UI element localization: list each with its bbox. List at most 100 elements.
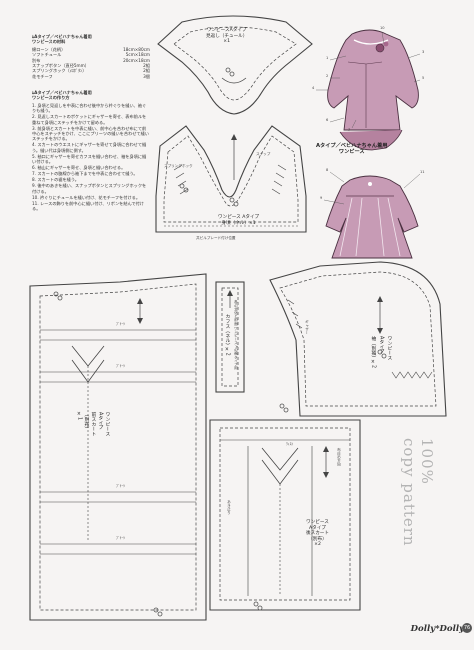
bodice-material: 身頃（ネル）×1 bbox=[221, 220, 256, 226]
front-pleat-label-3: ﾌﾟﾘｰﾂ bbox=[116, 484, 125, 488]
back-skirt-label: ワンピース Aタイプ 後スカート （別布） ×2 bbox=[306, 520, 329, 548]
material-quantity: 20cm×18cm bbox=[123, 57, 150, 63]
dress-illustration-bottom bbox=[325, 175, 419, 259]
cuff-piece bbox=[215, 281, 245, 393]
material-name: スプリングホック（ﾒｽﾎﾞﾀﾝ） bbox=[32, 68, 87, 74]
material-quantity: 2組 bbox=[143, 63, 150, 69]
sleeve-label-2: Aタイプ bbox=[378, 336, 384, 354]
material-row: スナップボタン（直径5mm） 2組 bbox=[32, 63, 150, 68]
snap-label: スナップ bbox=[256, 152, 271, 156]
bodice-label: ワンピース Aタイプ 身頃（ネル）×1 bbox=[218, 215, 259, 226]
material-row: 花モチーフ 3個 bbox=[32, 74, 150, 79]
material-name: 別布 bbox=[32, 57, 41, 63]
howto-step: 7. スカートの脇線から袖下までを中表に合わせて縫う。 bbox=[32, 171, 138, 177]
pleat-position-label: 共ピルプレード付け位置 bbox=[196, 236, 236, 240]
dress-title-line-1: Aタイプ／ベビハナちゃん着用 bbox=[316, 143, 388, 149]
cuff-note: 各の文化と前面 ワンピース Aの裾タイプ用 bbox=[234, 300, 239, 370]
front-skirt-label-4: （別布） bbox=[83, 412, 89, 432]
materials-section: ﾑAタイプ／ベビハナちゃん着用 ワンピースの材料 綿ローン（花柄） 18cm×80… bbox=[32, 34, 150, 79]
cuff-label: カフス（ネル）×2 bbox=[224, 314, 230, 356]
howto-title-b: ワンピースの作り方 bbox=[32, 95, 70, 101]
material-quantity: 5cm×18cm bbox=[125, 52, 150, 58]
page-number: 76 bbox=[462, 623, 472, 633]
waist-label: ﾜｨｽﾄ bbox=[286, 442, 294, 446]
callout-3: 3 bbox=[422, 50, 425, 54]
howto-step: 3. 前身頃とスカートを中表に縫い、前中心を合わせ布にて前中心をステッチをかけ、… bbox=[32, 125, 149, 142]
watermark-percent: 100% bbox=[418, 438, 436, 485]
material-row: 別布 20cm×18cm bbox=[32, 58, 150, 63]
howto-title-a: ﾑAタイプ／ベビハナちゃん着用 bbox=[32, 90, 92, 95]
howto-step: 2. 見返しスカートのポケットにギャザーを寄せ、表布前ルを重ねて身頃にステッチを… bbox=[32, 114, 147, 125]
dress-title: Aタイプ／ベビハナちゃん着用 ワンピース bbox=[316, 143, 388, 155]
back-skirt-quantity: ×2 bbox=[314, 542, 321, 548]
facing-label: ワンピースAタイプ 見返し（チュール） ×1 bbox=[206, 28, 247, 45]
howto-step: 4. スカートのウエストにギャザーを寄せて身頃に合わせて縫う。縫い代は身頃側に倒… bbox=[32, 142, 147, 153]
material-quantity: 18cm×80cm bbox=[123, 46, 150, 52]
scissor-marks bbox=[53, 67, 387, 617]
callout-4: 4 bbox=[312, 86, 315, 90]
callout-2: 2 bbox=[326, 74, 329, 78]
back-skirt-name: ワンピース bbox=[306, 520, 329, 525]
front-skirt-piece bbox=[29, 273, 207, 621]
sleeve-label: ワンピース bbox=[386, 336, 391, 360]
sleeve-gather-label: ギャザー bbox=[305, 320, 310, 335]
callout-7: 7 bbox=[348, 128, 351, 132]
front-pleat-label-4: ﾌﾟﾘｰﾂ bbox=[116, 536, 125, 540]
material-quantity: 3個 bbox=[143, 73, 150, 79]
dress-illustration-top bbox=[327, 29, 419, 151]
howto-steps: 1. 身頃と見返しを中表に合わせ後中から衿ぐりを縫い、袖ぐりも縫う。2. 見返し… bbox=[32, 103, 150, 212]
grain-label: 布目の方向 bbox=[337, 448, 342, 466]
callout-1: 1 bbox=[326, 56, 329, 60]
howto-step: 8. スカートの裾を縫う。 bbox=[32, 177, 79, 183]
callout-10: 10 bbox=[380, 26, 385, 30]
howto-step: 9. 後中のあきを縫い、スナップボタンとスプリングホックを付ける。 bbox=[32, 183, 147, 194]
opening-label: あき止り bbox=[227, 500, 232, 515]
sleeve-label-3: 袖（別袖）×2 bbox=[370, 336, 376, 369]
front-skirt-label-3: 前スカート bbox=[90, 412, 96, 436]
front-skirt-label-1: ワンピース bbox=[104, 412, 110, 436]
howto-step: 1. 身頃と見返しを中表に合わせ後中から衿ぐりを縫い、袖ぐりも縫う。 bbox=[32, 102, 147, 114]
back-skirt-fabric: （別布） bbox=[308, 536, 327, 542]
howto-step: 10. 衿ぐりにチュールを縫い付け、花モチーフを付ける。 bbox=[32, 194, 141, 200]
bodice-name: ワンピース Aタイプ bbox=[218, 215, 260, 220]
sleeve-name-1: ワンピース bbox=[386, 336, 392, 360]
facing-quantity: ×1 bbox=[223, 39, 231, 45]
callout-6: 6 bbox=[326, 118, 329, 122]
callout-lines bbox=[316, 31, 421, 205]
material-name: 綿ローン（花柄） bbox=[32, 46, 66, 52]
front-pleat-label-2: ﾌﾟﾘｰﾂ bbox=[116, 364, 125, 368]
sleeve-piece bbox=[269, 261, 447, 417]
callout-11: 11 bbox=[420, 170, 425, 174]
howto-step: 5. 袖口にギャザーを寄せカフスを縫い合わせ、袖を身頃に縫い付ける。 bbox=[32, 153, 147, 165]
facing-material: 見返し（チュール） bbox=[206, 33, 248, 39]
spring-hook-label: スプリングホック bbox=[164, 164, 193, 168]
back-skirt-piece bbox=[209, 419, 361, 611]
material-quantity: 2組 bbox=[143, 68, 150, 74]
facing-piece bbox=[157, 15, 313, 115]
material-row: 綿ローン（花柄） 18cm×80cm bbox=[32, 47, 150, 52]
front-pleat-label-1: ﾌﾟﾘｰﾂ bbox=[116, 322, 125, 326]
material-row: スプリングホック（ﾒｽﾎﾞﾀﾝ） 2組 bbox=[32, 68, 150, 73]
bodice-piece bbox=[155, 125, 307, 233]
materials-title-a: ﾑAタイプ／ベビハナちゃん着用 bbox=[32, 34, 92, 39]
brand-logo: Dolly*Dolly bbox=[410, 624, 464, 634]
callout-9: 9 bbox=[320, 196, 323, 200]
howto-step: 11. レースの飾りを前中心に縫い付け、リボンを結んで付ける。 bbox=[32, 200, 145, 212]
material-name: スナップボタン（直径5mm） bbox=[32, 63, 89, 69]
dress-title-line-2: ワンピース bbox=[338, 148, 365, 155]
back-skirt-part: 後スカート bbox=[306, 531, 329, 537]
watermark-text: copy pattern bbox=[400, 438, 418, 547]
callout-8: 8 bbox=[326, 168, 329, 172]
facing-name: ワンピースAタイプ bbox=[206, 28, 247, 33]
callout-5: 5 bbox=[422, 76, 425, 80]
materials-title-b: ワンピースの材料 bbox=[32, 39, 66, 45]
back-skirt-type: Aタイプ bbox=[309, 525, 326, 531]
front-skirt-label-5: ×1 bbox=[76, 412, 82, 421]
material-name: 花モチーフ bbox=[32, 73, 53, 79]
howto-section: ﾑAタイプ／ベビハナちゃん着用 ワンピースの作り方 1. 身頃と見返しを中表に合… bbox=[32, 90, 150, 212]
howto-step: 6. 袖山にギャザーを寄せ、身頃と縫い合わせる。 bbox=[32, 165, 126, 171]
front-skirt-label-2: Aタイプ bbox=[97, 412, 103, 430]
